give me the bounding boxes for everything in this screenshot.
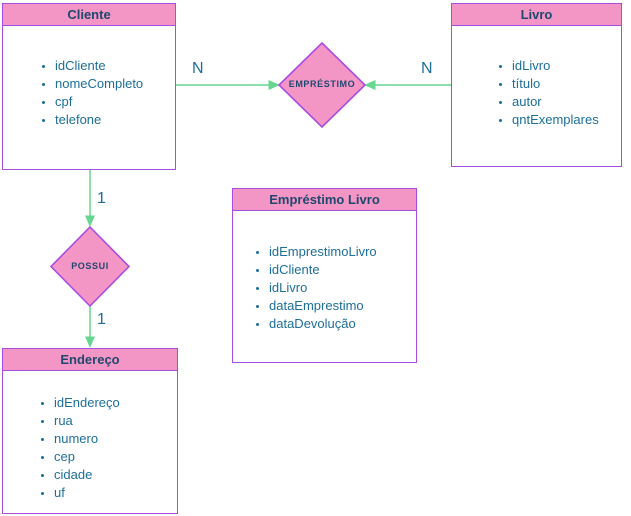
attribute-item: rua: [54, 412, 177, 430]
attribute-item: cep: [54, 448, 177, 466]
attribute-item: uf: [54, 484, 177, 502]
attribute-item: idEmprestimoLivro: [269, 243, 416, 261]
attribute-list-cliente: idClientenomeCompletocpftelefone: [3, 57, 175, 129]
cardinality-cliente-emprestimo: N: [192, 60, 204, 77]
entity-endereco[interactable]: Endereço idEndereçoruanumerocepcidadeuf: [2, 348, 178, 514]
attribute-item: idEndereço: [54, 394, 177, 412]
cardinality-livro-emprestimo: N: [421, 60, 433, 77]
attribute-item: nomeCompleto: [55, 75, 175, 93]
attribute-list-endereco: idEndereçoruanumerocepcidadeuf: [3, 394, 177, 502]
attribute-list-livro: idLivrotítuloautorqntExemplares: [452, 57, 621, 129]
attribute-item: idCliente: [269, 261, 416, 279]
entity-header-endereco[interactable]: Endereço: [3, 349, 177, 371]
attribute-item: idLivro: [269, 279, 416, 297]
arrowhead-into-emprestimo-right: [364, 80, 376, 90]
attribute-list-emprestimo-livro: idEmprestimoLivroidClienteidLivrodataEmp…: [233, 243, 416, 333]
cardinality-possui-endereco: 1: [97, 311, 106, 328]
relationship-diamond-emprestimo[interactable]: [277, 41, 367, 129]
entity-header-emprestimo-livro[interactable]: Empréstimo Livro: [233, 189, 416, 211]
arrowhead-into-endereco: [85, 336, 95, 348]
entity-emprestimo-livro[interactable]: Empréstimo Livro idEmprestimoLivroidClie…: [232, 188, 417, 363]
entity-livro[interactable]: Livro idLivrotítuloautorqntExemplares: [451, 3, 622, 167]
entity-header-cliente[interactable]: Cliente: [3, 4, 175, 26]
entity-header-livro[interactable]: Livro: [452, 4, 621, 26]
cardinality-cliente-possui: 1: [97, 190, 106, 207]
attribute-item: idLivro: [512, 57, 621, 75]
attribute-item: cpf: [55, 93, 175, 111]
attribute-item: qntExemplares: [512, 111, 621, 129]
arrowhead-into-possui: [85, 215, 95, 227]
attribute-item: dataEmprestimo: [269, 297, 416, 315]
attribute-item: telefone: [55, 111, 175, 129]
attribute-item: dataDevolução: [269, 315, 416, 333]
attribute-item: título: [512, 75, 621, 93]
attribute-item: autor: [512, 93, 621, 111]
attribute-item: cidade: [54, 466, 177, 484]
attribute-item: idCliente: [55, 57, 175, 75]
attribute-item: numero: [54, 430, 177, 448]
entity-cliente[interactable]: Cliente idClientenomeCompletocpftelefone: [2, 3, 176, 170]
arrowhead-into-emprestimo-left: [268, 80, 280, 90]
relationship-diamond-possui[interactable]: [49, 225, 131, 308]
